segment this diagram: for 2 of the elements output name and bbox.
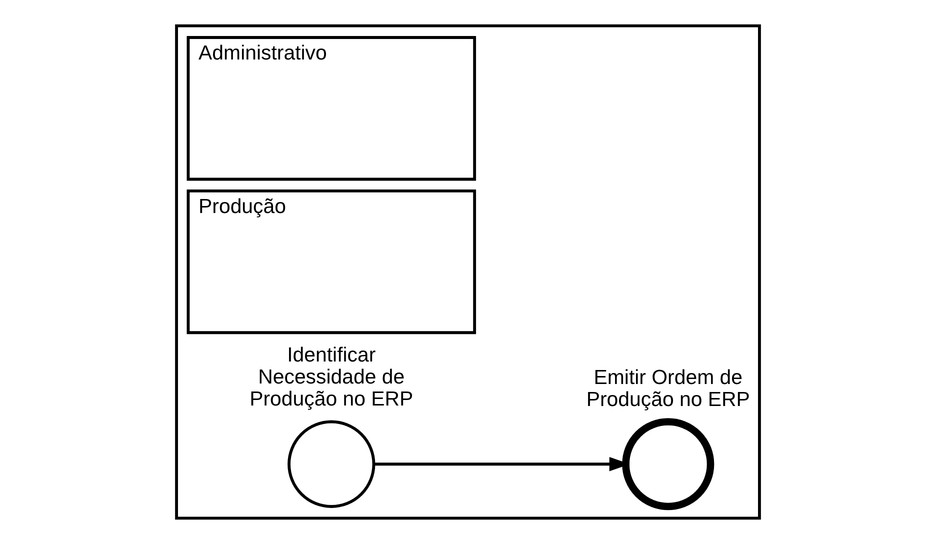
node-label: Emitir Ordem de Produção no ERP — [586, 366, 750, 411]
node-label: Identificar Necessidade de Produção no ERP — [250, 343, 414, 410]
